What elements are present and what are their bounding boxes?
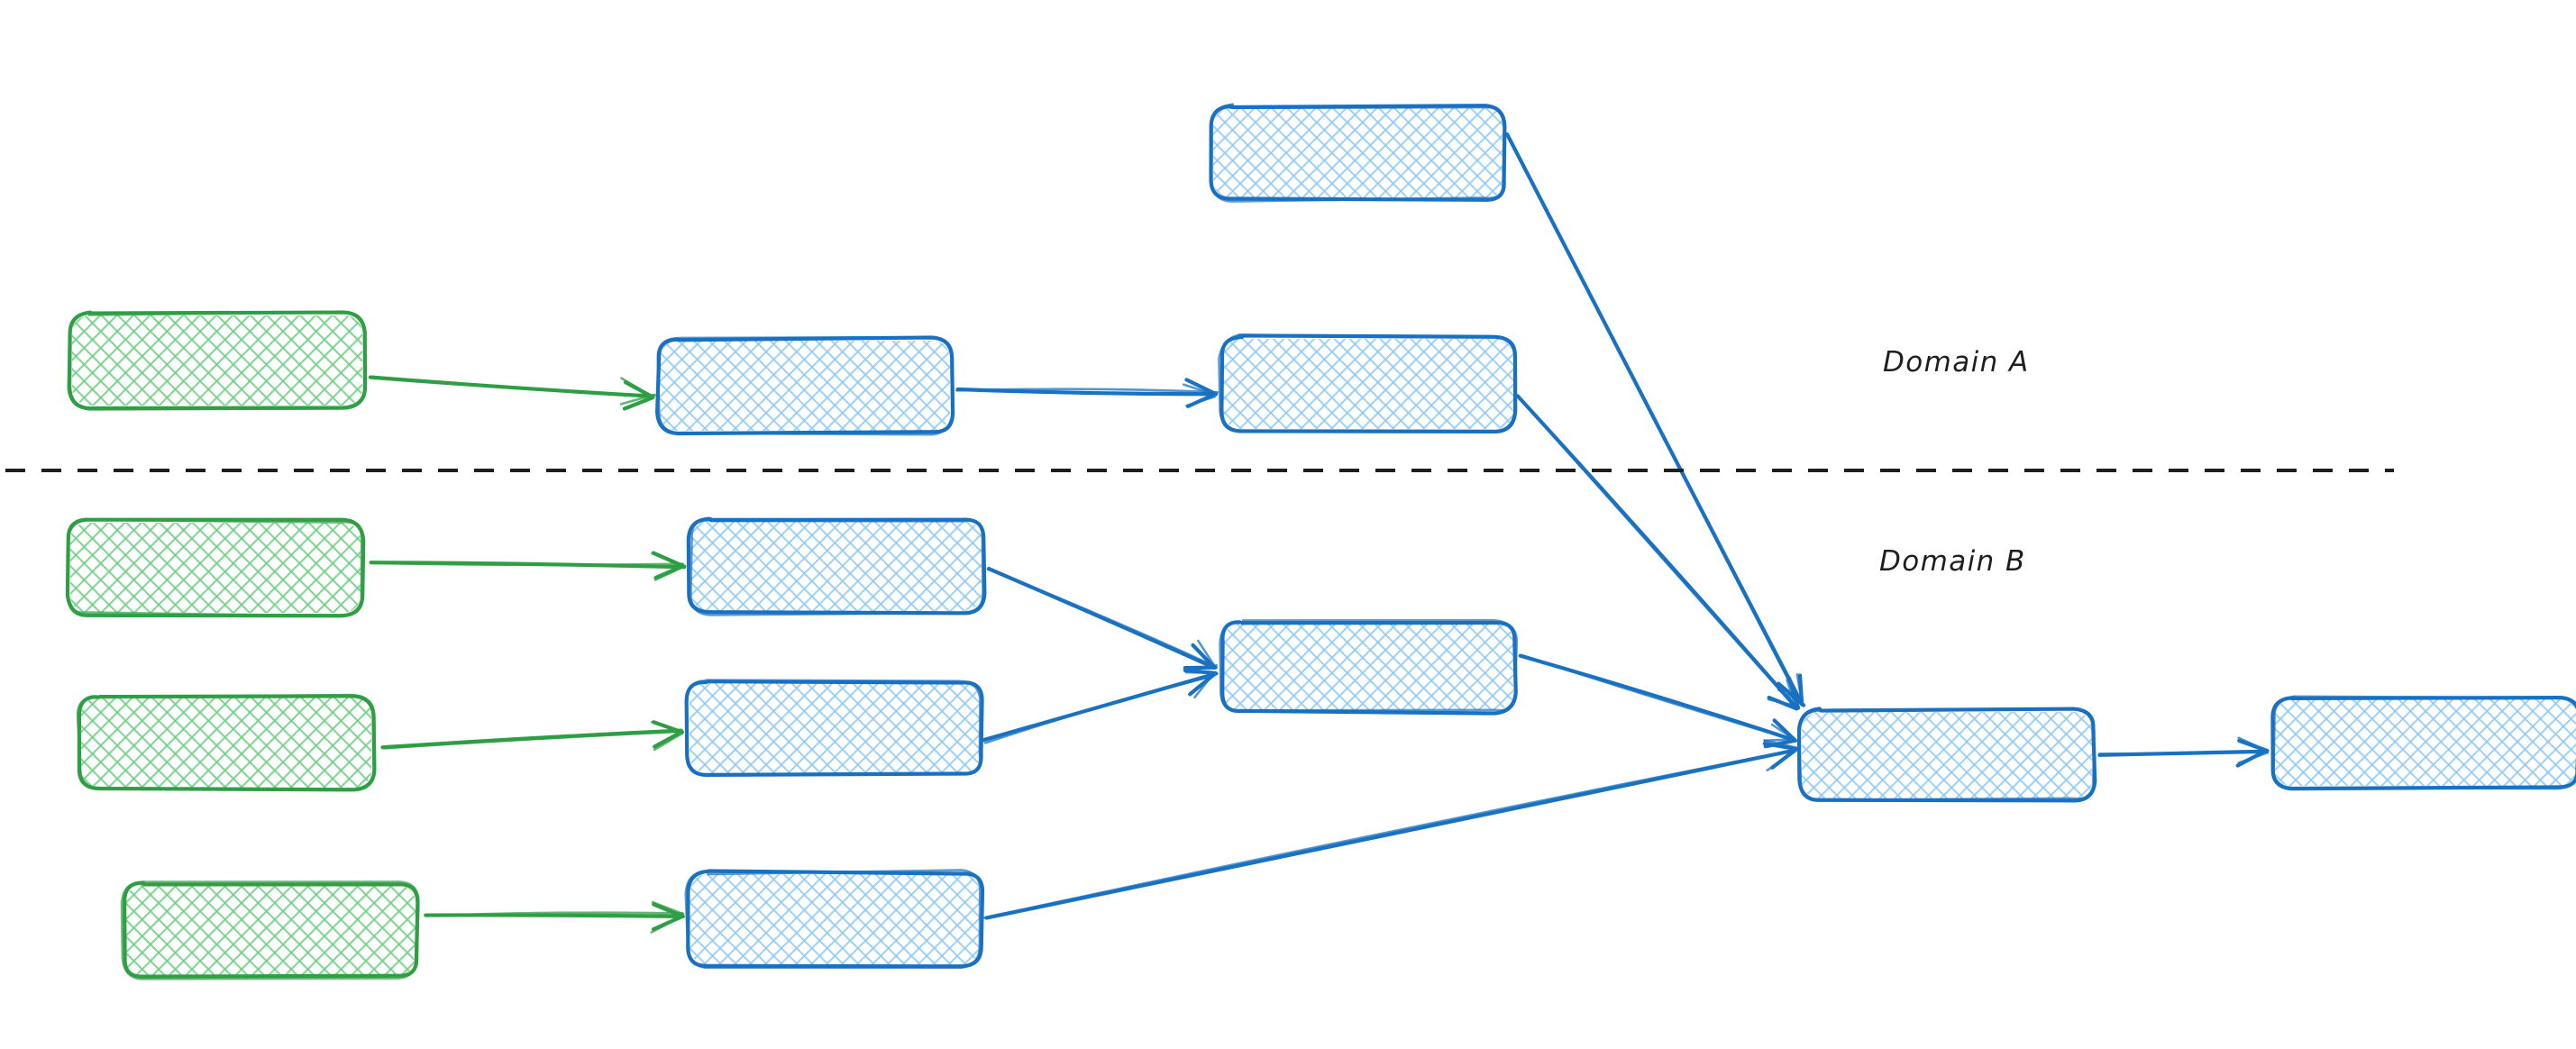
node-hatch-fill <box>125 885 416 975</box>
node-outline <box>67 310 367 411</box>
node-hatch-fill <box>1802 712 2092 798</box>
node-hatch-fill <box>690 683 980 773</box>
green-node-b3[interactable] <box>120 880 420 981</box>
node-outline <box>1210 103 1506 203</box>
node-outline <box>122 880 420 979</box>
edges-layer <box>368 132 2270 934</box>
node-hatch-fill <box>2274 699 2576 786</box>
node-outline <box>685 679 982 777</box>
node-outline <box>686 869 985 969</box>
node-outline <box>690 516 984 616</box>
node-outline <box>1218 333 1516 433</box>
edge-b5-to-b8[interactable] <box>1504 132 1806 707</box>
edge-g2-to-b2[interactable] <box>369 551 687 581</box>
node-hatch-fill <box>70 523 361 613</box>
blue-node-a-top[interactable] <box>1209 103 1507 203</box>
edge-b3-to-b7[interactable] <box>981 668 1219 744</box>
node-hatch-fill <box>81 698 371 788</box>
node-hatch-fill <box>1223 624 1513 710</box>
green-node-b1[interactable] <box>65 517 366 618</box>
node-hatch-fill <box>1223 339 1513 429</box>
node-hatch-fill <box>72 315 362 406</box>
blue-node-a-end[interactable] <box>1218 333 1518 433</box>
blue-node-b-1[interactable] <box>686 516 987 616</box>
node-outline <box>684 869 982 970</box>
node-hatch-fill <box>660 341 950 431</box>
node-outline <box>2270 696 2576 791</box>
node-outline <box>1797 707 2096 802</box>
edge-g4-to-b4[interactable] <box>424 900 685 934</box>
nodes-layer <box>65 103 2576 981</box>
node-hatch-fill <box>691 521 982 611</box>
green-node-b2[interactable] <box>76 693 377 792</box>
edge-b2-to-b7[interactable] <box>986 566 1218 673</box>
edge-g1-to-b1[interactable] <box>368 375 656 411</box>
node-outline <box>76 693 377 791</box>
node-outline <box>2272 695 2576 790</box>
edge-b8-to-b9[interactable] <box>2097 736 2270 768</box>
blue-node-b-sink[interactable] <box>1796 707 2097 803</box>
node-outline <box>120 880 420 981</box>
green-node-a1[interactable] <box>67 310 368 411</box>
blue-node-b-3[interactable] <box>684 869 985 970</box>
blue-node-b-2[interactable] <box>684 679 984 777</box>
edge-b6-to-b8[interactable] <box>1515 394 1801 711</box>
edge-g3-to-b3[interactable] <box>380 720 685 752</box>
node-outline <box>1219 618 1519 712</box>
edge-b4-to-b8[interactable] <box>983 739 1798 920</box>
edge-b7-to-b8[interactable] <box>1518 653 1799 749</box>
blue-node-b-hub[interactable] <box>1219 618 1519 716</box>
node-outline <box>66 518 363 618</box>
node-outline <box>656 335 955 436</box>
domain-b-label: Domain B <box>1879 545 2026 578</box>
edge-b1-to-b6[interactable] <box>955 378 1219 408</box>
domain-a-label: Domain A <box>1883 346 2030 379</box>
blue-node-a-mid[interactable] <box>655 335 955 436</box>
node-hatch-fill <box>1213 108 1503 198</box>
blue-node-b-out[interactable] <box>2270 695 2576 791</box>
node-hatch-fill <box>690 874 980 964</box>
